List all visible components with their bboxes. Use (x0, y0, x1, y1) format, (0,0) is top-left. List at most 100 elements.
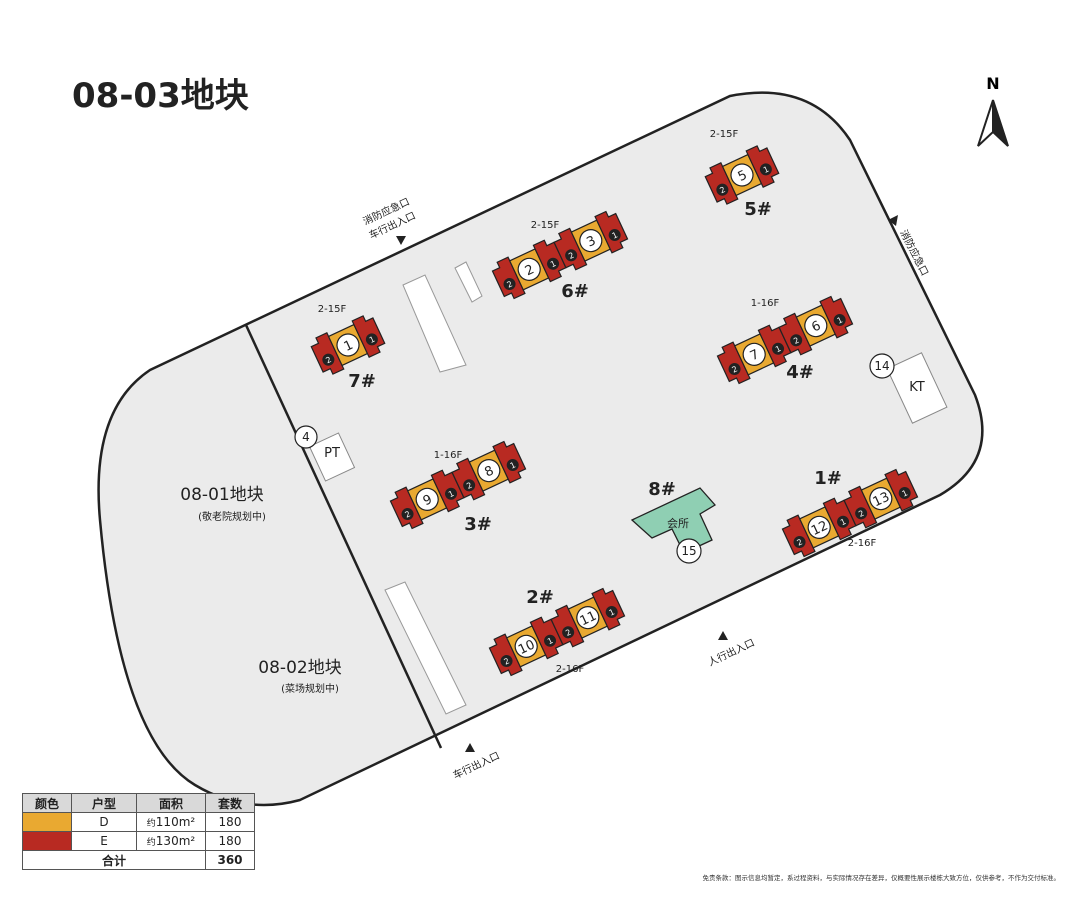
legend-area-e: 约130m² (136, 831, 206, 851)
unit-tag-d: 1 (762, 165, 770, 175)
unit-tag-e: 2 (567, 251, 575, 261)
unit-tag-d: 1 (509, 460, 517, 470)
unit-e-block (778, 312, 813, 356)
building-8-label: 8# (648, 479, 676, 500)
unit-tag-d: 1 (774, 344, 782, 354)
legend-type-d: D (71, 812, 137, 832)
building-8: 8# 会所 15 (630, 479, 717, 564)
unit-tag-d: 1 (608, 607, 616, 617)
clubhouse-name: 会所 (667, 517, 689, 530)
unit-e-block (553, 227, 588, 271)
buildings-layer: 2117#2-15F2122136#2-15F2155#2-15F2172164… (310, 129, 919, 677)
parking-ramp-bottom (384, 581, 467, 715)
unit-e-block (781, 514, 816, 558)
building-6-label: 6# (561, 281, 589, 302)
building-4-floors: 1-16F (751, 298, 780, 309)
zone-0802-name: 08-02地块 (258, 658, 341, 678)
parking-ramp-small (454, 261, 483, 303)
parking-ramp-top (402, 274, 467, 373)
entrance-vehicle-bottom: 车行出入口 (451, 743, 502, 782)
unit-tag-e: 2 (792, 336, 800, 346)
building-7-label: 7# (348, 371, 376, 392)
legend-header-color: 颜色 (22, 793, 72, 813)
unit-e-block (704, 161, 739, 205)
building-5-label: 5# (744, 199, 772, 220)
zone-0801-name: 08-01地块 (180, 485, 263, 505)
building-2-label: 2# (526, 587, 554, 608)
legend-row-e: E 约130m² 180 (22, 831, 255, 851)
facility-pt-number: 4 (302, 430, 310, 444)
entrance-arrow-icon (465, 743, 475, 752)
legend-header-area: 面积 (136, 793, 206, 813)
building-6-floors: 2-15F (531, 220, 560, 231)
legend-row-d: D 约110m² 180 (22, 812, 255, 832)
building-2-floors: 2-16F (556, 664, 585, 675)
facility-kt-number: 14 (874, 359, 889, 373)
unit-tag-e: 2 (506, 279, 514, 289)
entrance-arrow-icon (396, 236, 406, 245)
legend-swatch-e (22, 831, 72, 851)
entrance-fire-top: 消防应急口 车行出入口 (361, 195, 418, 245)
legend-count-d: 180 (205, 812, 255, 832)
unit-tag-d: 1 (611, 230, 619, 240)
facility-kt-label: KT (909, 380, 925, 395)
legend-header-row: 颜色 户型 面积 套数 (22, 793, 255, 813)
page-title: 08-03地块 (72, 76, 249, 116)
building-unit-number: 11 (578, 609, 599, 630)
unit-e-block (550, 604, 585, 648)
facility-kt: KT 14 (869, 352, 948, 424)
unit-e-block (843, 485, 878, 529)
unit-tag-e: 2 (503, 656, 511, 666)
legend-table: 颜色 户型 面积 套数 D 约110m² 180 E 约130m² 180 合计… (22, 793, 255, 870)
legend-total-label: 合计 (22, 850, 206, 870)
unit-tag-e: 2 (796, 537, 804, 547)
zone-0802-note: (菜场规划中) (281, 682, 339, 695)
unit-tag-e: 2 (564, 628, 572, 638)
legend-area-d: 约110m² (136, 812, 206, 832)
building-unit-number: 13 (871, 490, 892, 511)
legend-swatch-d (22, 812, 72, 832)
facility-pt: PT 4 (294, 425, 356, 482)
unit-tag-d: 1 (368, 335, 376, 345)
zone-0801-note: (敬老院规划中) (198, 510, 266, 523)
unit-e-block (491, 256, 526, 300)
building-5-floors: 2-15F (710, 129, 739, 140)
unit-tag-e: 2 (857, 509, 865, 519)
unit-tag-d: 1 (546, 636, 554, 646)
entrance-arrow-icon (888, 215, 898, 226)
entrance-vehicle-bottom-label: 车行出入口 (451, 749, 502, 782)
building-1-floors: 2-16F (848, 538, 877, 549)
unit-e-block (310, 331, 345, 375)
building-7-floors: 2-15F (318, 304, 347, 315)
entrance-pedestrian-label: 人行出入口 (706, 636, 757, 669)
entrance-arrow-icon (718, 631, 728, 640)
unit-e-block (488, 633, 523, 677)
entrance-pedestrian: 人行出入口 (706, 631, 757, 669)
unit-e-block (389, 486, 424, 530)
north-label: N (986, 74, 999, 93)
legend-total-value: 360 (205, 850, 255, 870)
building-3-floors: 1-16F (434, 450, 463, 461)
disclaimer-text: 免责条款：图示信息均暂定，系过程资料，与实际情况存在差异，仅概要性展示楼栋大致方… (702, 874, 1061, 882)
legend-count-e: 180 (205, 831, 255, 851)
unit-tag-e: 2 (718, 185, 726, 195)
unit-e-block (451, 457, 486, 501)
building-1-label: 1# (814, 468, 842, 489)
unit-e-block (716, 341, 751, 385)
building-4-label: 4# (786, 362, 814, 383)
facility-pt-label: PT (324, 446, 340, 461)
unit-tag-d: 1 (901, 488, 909, 498)
unit-tag-d: 1 (549, 259, 557, 269)
clubhouse-shape (630, 487, 717, 554)
north-arrow: N (975, 72, 1015, 156)
unit-tag-d: 1 (839, 517, 847, 527)
unit-tag-e: 2 (404, 509, 412, 519)
